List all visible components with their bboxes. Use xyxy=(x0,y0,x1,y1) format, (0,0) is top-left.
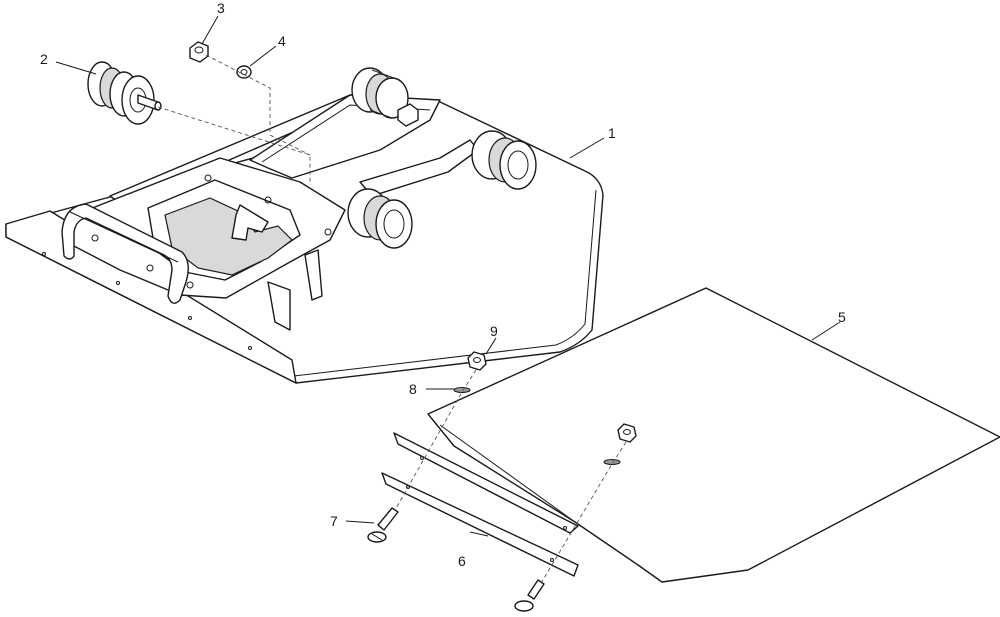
base-plate-assembly xyxy=(5,94,604,384)
callout-labels: 1 2 3 4 5 6 7 8 9 xyxy=(40,0,846,569)
nut-part-3 xyxy=(189,41,209,63)
callout-8: 8 xyxy=(409,381,417,397)
bolt-lower xyxy=(514,579,545,612)
callout-9: 9 xyxy=(490,323,498,339)
callout-3: 3 xyxy=(217,0,225,16)
washer-right xyxy=(603,458,621,466)
washer-part-4 xyxy=(236,65,252,79)
shock-mount-right xyxy=(471,130,537,190)
callout-1: 1 xyxy=(608,125,616,141)
shock-mount-exploded xyxy=(87,61,162,125)
callout-4: 4 xyxy=(278,33,286,49)
nut-right xyxy=(617,423,637,443)
callout-5: 5 xyxy=(838,309,846,325)
assembly-centerlines-lower xyxy=(394,369,627,586)
shock-mount-upper xyxy=(351,67,409,119)
clamp-bar-part-6 xyxy=(381,472,579,577)
bolt-part-7 xyxy=(367,507,399,543)
callout-6: 6 xyxy=(458,553,466,569)
callout-7: 7 xyxy=(330,513,338,529)
clamp-bar-upper xyxy=(393,432,579,534)
assembly-centerlines-upper xyxy=(157,54,311,185)
washer-part-8 xyxy=(453,386,471,394)
leader-lines xyxy=(55,15,841,537)
callout-2: 2 xyxy=(40,51,48,67)
mount-bolt-nut xyxy=(397,103,419,127)
nut-part-9 xyxy=(467,351,487,371)
rubber-pad-part-5 xyxy=(427,287,1000,583)
shock-mount-lower xyxy=(347,188,413,249)
